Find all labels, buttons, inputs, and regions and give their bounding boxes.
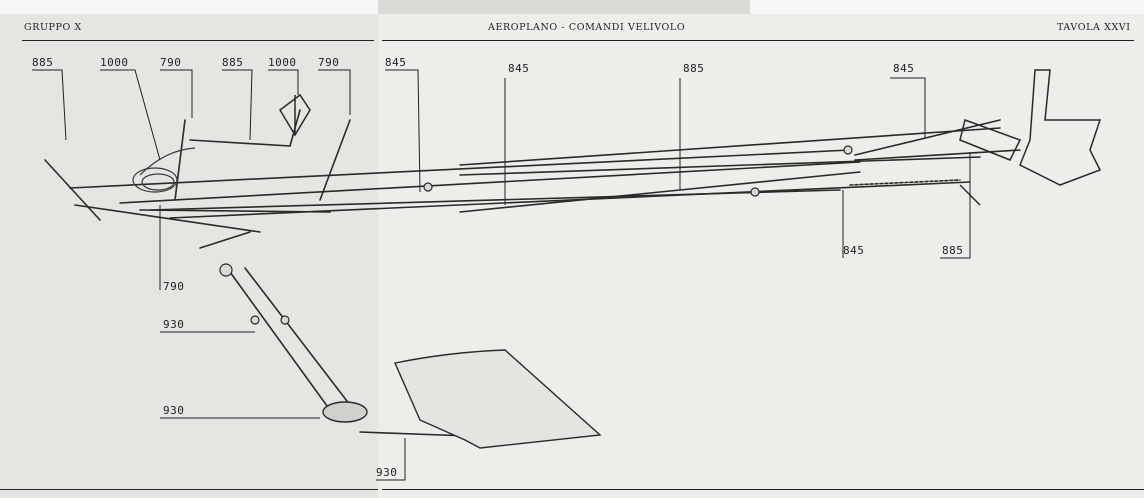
- tail-assembly: [959, 69, 1102, 206]
- callout-790: 790: [163, 280, 184, 293]
- control-rod: [459, 171, 861, 213]
- leader-lines: [32, 69, 971, 481]
- aileron-rod: [244, 267, 351, 406]
- callout-790: 790: [160, 56, 181, 69]
- torque-tube: [139, 209, 331, 213]
- plate-title: AEROPLANO - COMANDI VELIVOLO: [488, 22, 686, 33]
- control-rods: [44, 109, 1021, 437]
- control-rod: [459, 156, 981, 176]
- leader-line: [940, 152, 971, 259]
- pulley: [219, 263, 233, 277]
- control-rod: [854, 119, 1001, 156]
- aileron-rod: [229, 271, 331, 411]
- leader-line: [222, 69, 253, 141]
- cable-bundle-line: [139, 147, 196, 176]
- top-margin-shadow: [378, 0, 750, 14]
- control-rod: [119, 161, 861, 204]
- callout-885: 885: [32, 56, 53, 69]
- pulley: [423, 182, 433, 192]
- quadrant-plate: [279, 93, 311, 137]
- torque-tube: [74, 204, 261, 233]
- aileron-rod: [359, 431, 471, 437]
- plate-number: TAVOLA XXVI: [1057, 22, 1131, 33]
- callout-1000: 1000: [268, 56, 297, 69]
- torque-tube: [44, 159, 101, 221]
- pulley: [280, 315, 290, 325]
- cable-coil: [141, 173, 175, 191]
- callout-845: 845: [893, 62, 914, 75]
- leader-line: [32, 69, 67, 141]
- callout-885: 885: [222, 56, 243, 69]
- footer-rule-right: [382, 489, 1144, 490]
- control-rod: [459, 127, 1001, 166]
- pulley: [843, 145, 853, 155]
- control-rod: [199, 231, 251, 249]
- leader-line: [376, 438, 406, 481]
- callout-885: 885: [942, 244, 963, 257]
- pulley: [750, 187, 760, 197]
- control-rod: [854, 149, 1021, 161]
- callout-930: 930: [163, 318, 184, 331]
- callout-845: 845: [385, 56, 406, 69]
- pulleys: [219, 145, 853, 325]
- header-rule-right: [382, 40, 1134, 41]
- control-chain: [849, 179, 961, 186]
- control-rod: [169, 181, 971, 219]
- cable-coil: [132, 167, 178, 193]
- rudder: [1019, 69, 1102, 186]
- cable-bundle: [132, 147, 196, 193]
- group-heading: GRUPPO X: [24, 22, 82, 33]
- aileron-panel: [394, 349, 602, 449]
- callout-845: 845: [508, 62, 529, 75]
- throttle-quadrant: [279, 93, 311, 137]
- pulley: [250, 315, 260, 325]
- callout-labels: 885 1000 790 885 1000 790 845 845 885 84…: [32, 56, 963, 479]
- control-rod: [69, 149, 851, 189]
- leader-line: [385, 69, 421, 193]
- callout-1000: 1000: [100, 56, 129, 69]
- wing-section: [394, 349, 602, 449]
- callout-930: 930: [163, 404, 184, 417]
- control-stick: [174, 119, 186, 201]
- callout-885: 885: [683, 62, 704, 75]
- aileron-bellcrank: [322, 401, 368, 423]
- leader-line: [318, 69, 351, 115]
- control-column: [319, 119, 351, 201]
- footer-rule-left: [0, 489, 378, 490]
- leader-line: [100, 69, 161, 161]
- leader-line: [268, 69, 299, 95]
- callout-790: 790: [318, 56, 339, 69]
- callout-845: 845: [843, 244, 864, 257]
- bellcrank-drum: [322, 401, 368, 423]
- control-rod: [189, 139, 291, 147]
- callout-930: 930: [376, 466, 397, 479]
- leader-line: [160, 69, 193, 118]
- leader-line: [890, 77, 926, 138]
- header-rule-left: [22, 40, 374, 41]
- elevator-horn: [959, 119, 1022, 161]
